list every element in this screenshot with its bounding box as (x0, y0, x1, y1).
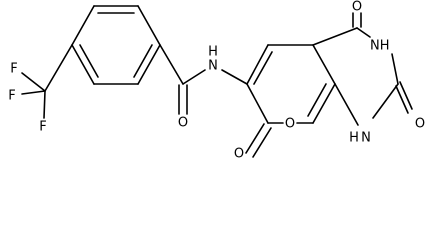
atom-label-ring-oxygen: O (285, 117, 295, 132)
bond (372, 83, 399, 119)
atom-label-fluorine: F (10, 62, 17, 77)
bond (334, 83, 359, 126)
bond (356, 27, 371, 38)
bond (21, 72, 46, 92)
atom-label-n1-hydrogen: H (349, 131, 359, 146)
atom-label-c7-oxygen: O (234, 147, 244, 162)
bond-double (399, 81, 413, 110)
atom-label-amide-hydrogen: H (208, 45, 218, 60)
bond (391, 53, 399, 85)
atom-label-fluorine: F (8, 89, 15, 104)
atom-label-amide-nitrogen: N (208, 59, 218, 74)
bond-double (245, 123, 265, 154)
bond-double (395, 85, 409, 114)
atom-label-n3-hydrogen: NH (370, 39, 390, 54)
bond (159, 44, 184, 85)
bond-double-inner (307, 83, 327, 117)
bond (21, 90, 46, 95)
atom-label-n1-nitrogen: N (361, 131, 371, 146)
bond (44, 44, 73, 92)
atom-label-fluorine: F (39, 120, 46, 135)
chemical-structure: F F F O N H O NH O H N O O (8, 0, 425, 162)
bond-double-inner (133, 44, 153, 78)
bond (71, 44, 95, 85)
bond (137, 5, 161, 46)
bond-lines (21, 5, 413, 158)
atom-labels: F F F O N H O NH O H N O O (8, 0, 425, 162)
atom-label-c4-oxygen: O (352, 0, 362, 15)
atom-label-amide-oxygen: O (178, 116, 188, 131)
bond (182, 69, 206, 85)
bond (71, 5, 95, 46)
bond (221, 69, 248, 85)
bond-double-inner (253, 51, 273, 85)
bond (312, 27, 358, 46)
bond (246, 83, 269, 124)
bond (137, 44, 161, 85)
atom-label-c2-oxygen: O (415, 117, 425, 132)
bond (312, 44, 336, 85)
bond (312, 83, 336, 124)
bond-double (252, 127, 272, 158)
bond (246, 44, 269, 85)
bond-double-inner (79, 44, 99, 78)
bond (43, 90, 46, 119)
